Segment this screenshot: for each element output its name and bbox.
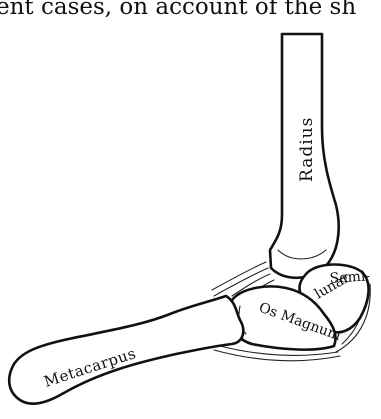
radius-label: Radius	[297, 117, 317, 182]
caption-fragment: ent cases, on account of the sh	[0, 0, 356, 20]
